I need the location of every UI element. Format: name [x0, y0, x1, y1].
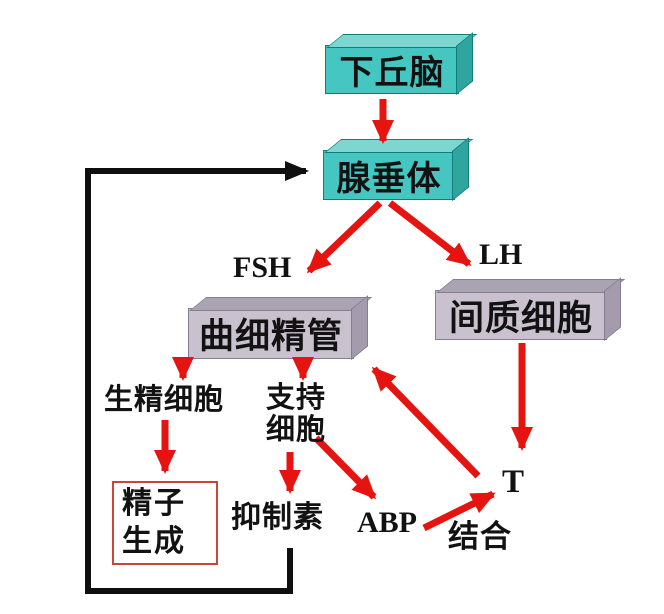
arrow-sertoli-to-abp — [313, 435, 377, 500]
label-lh: LH — [479, 238, 523, 271]
node-pituitary: 腺垂体 — [323, 150, 455, 200]
label-sertoli-cells-line1: 支持 — [266, 382, 327, 414]
arrow-pituitary-lh-to-interstitial — [387, 200, 472, 267]
label-sertoli-cells-line2: 细胞 — [266, 413, 327, 446]
label-testosterone: T — [502, 464, 525, 500]
label-fsh: FSH — [233, 251, 292, 284]
sperm-production-line2: 生成 — [122, 525, 186, 558]
node-seminiferous-tubules: 曲细精管 — [188, 308, 354, 359]
node-interstitial-cells: 间质细胞 — [435, 290, 607, 340]
node-interstitial-cells-label: 间质细胞 — [448, 298, 593, 338]
label-spermatogenic-cells: 生精细胞 — [104, 384, 225, 416]
label-sertoli-cells: 支持 细胞 — [266, 382, 327, 447]
label-abp: ABP — [357, 506, 417, 539]
label-binding: 结合 — [448, 519, 512, 554]
node-hypothalamus: 下丘脑 — [325, 45, 459, 94]
arrow-pituitary-fsh-to-tubules — [306, 200, 383, 274]
node-pituitary-label: 腺垂体 — [336, 159, 442, 198]
sperm-production-box: 精子 生成 — [112, 481, 218, 565]
sperm-production-line1: 精子 — [122, 487, 186, 520]
label-inhibin: 抑制素 — [231, 501, 324, 534]
node-seminiferous-tubules-label: 曲细精管 — [198, 317, 343, 356]
arrow-t-to-tubules — [371, 366, 481, 479]
node-hypothalamus-label: 下丘脑 — [339, 54, 445, 92]
